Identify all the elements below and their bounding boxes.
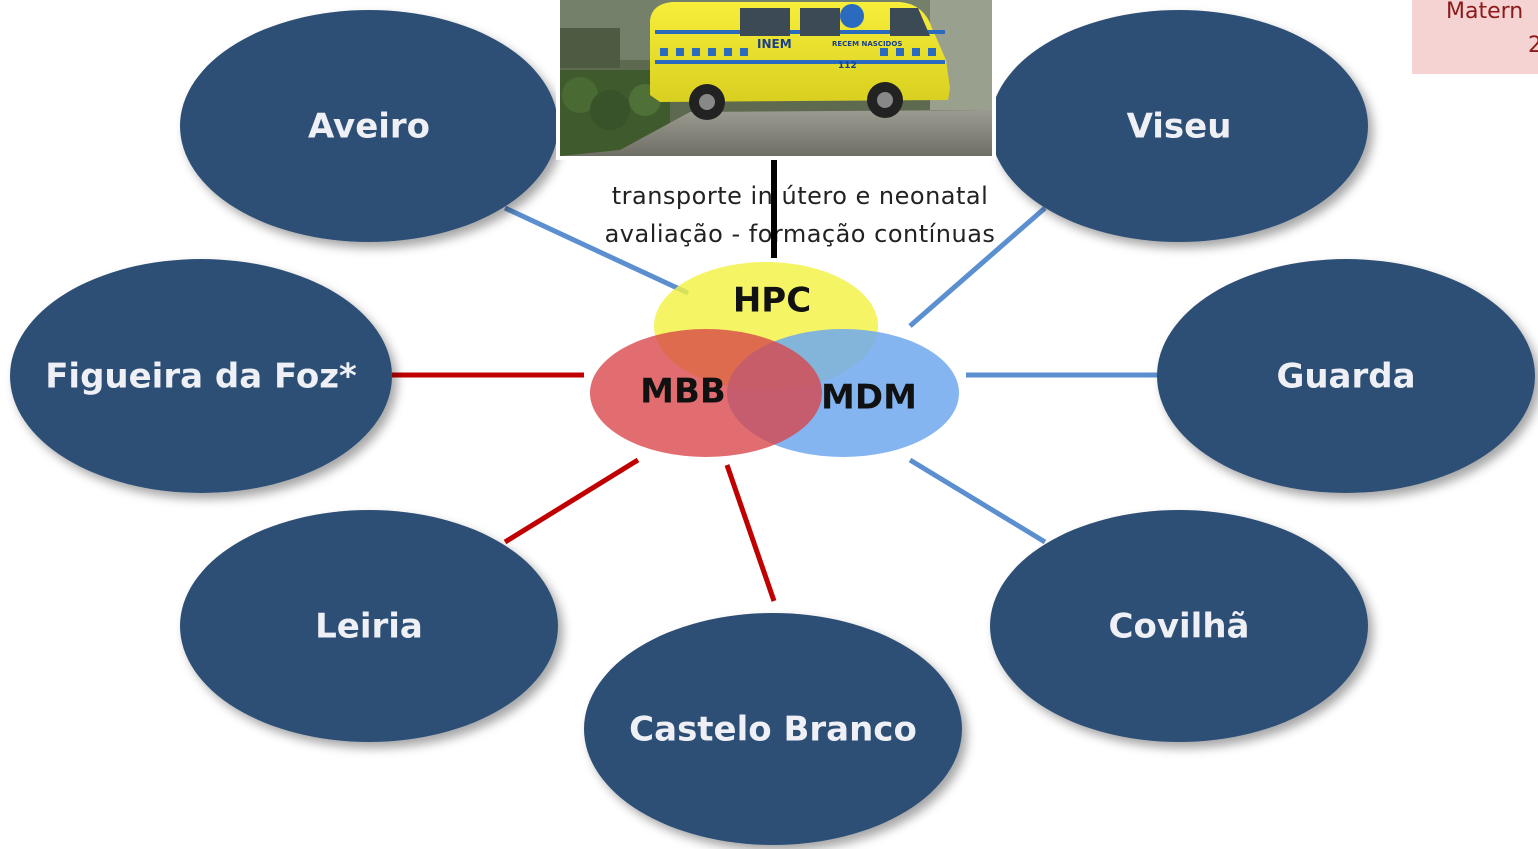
link-aveiro	[503, 205, 690, 296]
corner-text-line1: Matern	[1446, 0, 1523, 24]
svg-text:RECEM NASCIDOS: RECEM NASCIDOS	[832, 40, 902, 48]
hub-hpc-label: HPC	[733, 281, 811, 321]
svg-text:Guarda: Guarda	[1276, 357, 1415, 397]
hub-venn: HPC MBB MDM	[590, 262, 959, 457]
node-viseu: Viseu	[990, 10, 1368, 242]
connection-lines	[392, 205, 1160, 602]
ambulance-photo: INEM RECEM NASCIDOS 112	[556, 0, 996, 160]
svg-text:Castelo Branco: Castelo Branco	[629, 710, 917, 750]
svg-text:Covilhã: Covilhã	[1109, 607, 1250, 647]
node-guarda: Guarda	[1157, 259, 1535, 493]
link-viseu	[908, 206, 1047, 328]
caption-line2: avaliação - formação contínuas	[605, 220, 996, 248]
link-covilha	[908, 457, 1047, 545]
link-leiria	[503, 457, 640, 545]
hub-mdm-label: MDM	[821, 378, 917, 418]
corner-box	[1412, 0, 1538, 74]
link-castelo	[724, 464, 777, 602]
svg-text:Aveiro: Aveiro	[308, 107, 430, 147]
city-nodes: Aveiro Viseu Figueira da Foz* Guarda Lei…	[10, 10, 1535, 845]
svg-text:112: 112	[838, 61, 857, 71]
node-covilha: Covilhã	[990, 510, 1368, 742]
hub-mbb-label: MBB	[640, 372, 726, 412]
svg-text:Figueira da Foz*: Figueira da Foz*	[45, 357, 357, 397]
svg-text:INEM: INEM	[757, 37, 792, 51]
node-aveiro: Aveiro	[180, 10, 558, 242]
caption-line1: transporte in útero e neonatal	[612, 182, 989, 210]
node-figueira: Figueira da Foz*	[10, 259, 392, 493]
hub-mbb	[590, 329, 822, 457]
node-leiria: Leiria	[180, 510, 558, 742]
svg-text:Viseu: Viseu	[1127, 107, 1232, 147]
corner-text-line2: 2	[1528, 33, 1538, 58]
svg-text:Leiria: Leiria	[315, 607, 423, 647]
node-castelo: Castelo Branco	[584, 613, 962, 845]
